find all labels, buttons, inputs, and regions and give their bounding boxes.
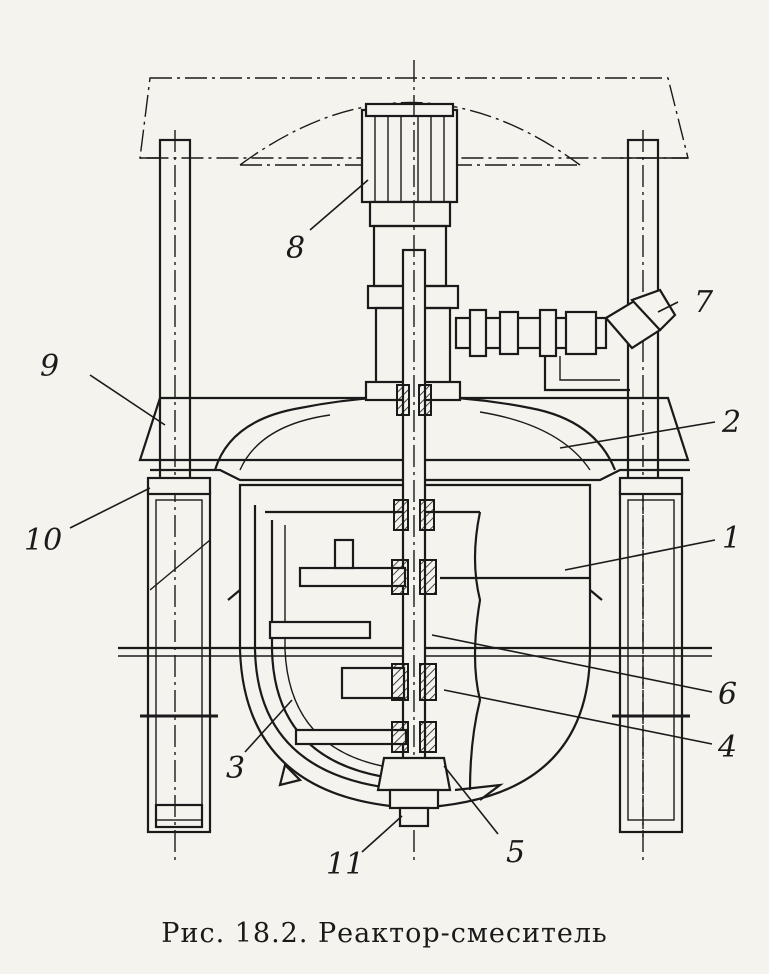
label-2: 2 xyxy=(721,405,741,440)
label-6: 6 xyxy=(718,677,737,712)
part-labels: 8 7 9 2 10 1 6 4 3 5 11 xyxy=(24,231,741,882)
motor-8 xyxy=(360,102,459,288)
label-7: 7 xyxy=(694,285,714,320)
label-5: 5 xyxy=(506,835,525,870)
label-4: 4 xyxy=(717,730,737,765)
label-10: 10 xyxy=(24,523,62,558)
leader-lines xyxy=(69,179,716,853)
label-11: 11 xyxy=(326,847,364,882)
agitator-4 xyxy=(268,499,590,746)
label-1: 1 xyxy=(722,521,741,556)
label-3: 3 xyxy=(226,751,245,786)
label-8: 8 xyxy=(286,231,305,266)
right-support xyxy=(612,490,690,840)
drain-valve-11 xyxy=(278,762,504,828)
drive-7 xyxy=(454,288,677,392)
left-support xyxy=(140,490,218,834)
figure-caption: Рис. 18.2. Реактор-смеситель xyxy=(161,918,608,949)
support-rod-10 xyxy=(146,476,684,496)
bottom-bearing-5 xyxy=(376,721,452,792)
label-9: 9 xyxy=(40,349,59,384)
